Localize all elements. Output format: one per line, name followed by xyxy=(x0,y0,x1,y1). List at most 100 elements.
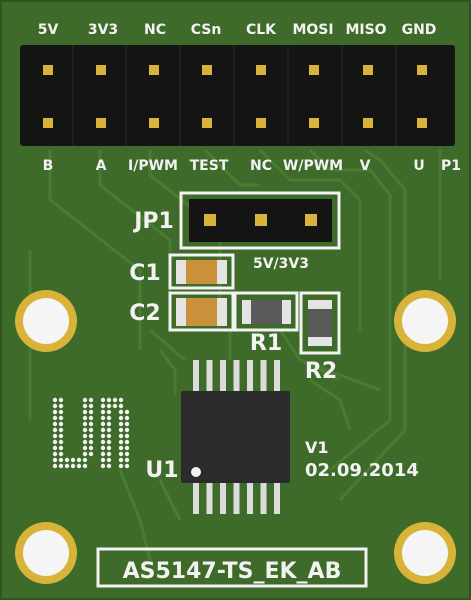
chip-pin xyxy=(220,360,226,393)
logo-dot xyxy=(52,451,58,457)
logo-dot xyxy=(52,403,58,409)
chip-body xyxy=(181,391,290,483)
logo-dot xyxy=(82,397,88,403)
r2-outline xyxy=(299,291,341,355)
jumper-label: 5V/3V3 xyxy=(253,256,309,272)
logo-dot xyxy=(118,427,124,433)
header-separators xyxy=(72,45,397,146)
logo-dot xyxy=(82,427,88,433)
logo-dot xyxy=(100,451,106,457)
c2-designator: C2 xyxy=(129,301,160,326)
logo-dot xyxy=(100,439,106,445)
chip-pins-top xyxy=(193,360,280,393)
header-pin xyxy=(149,118,159,128)
logo-dot xyxy=(124,457,130,463)
logo-dot xyxy=(124,451,130,457)
logo-dot xyxy=(58,397,64,403)
logo-dot xyxy=(52,421,58,427)
logo-dot xyxy=(58,439,64,445)
logo-dot xyxy=(106,397,112,403)
logo-dot xyxy=(88,433,94,439)
logo-dot xyxy=(58,433,64,439)
logo-dot xyxy=(88,409,94,415)
chip-pin xyxy=(233,360,240,393)
logo-dot xyxy=(76,463,82,469)
logo-dot xyxy=(52,457,58,463)
logo-dot xyxy=(82,433,88,439)
chip-pin xyxy=(247,481,253,514)
board-name: AS5147-TS_EK_AB xyxy=(123,559,342,584)
logo-dot xyxy=(124,427,130,433)
logo-dot xyxy=(124,439,130,445)
logo-dot xyxy=(118,415,124,421)
logo-dot xyxy=(70,463,76,469)
logo-dot xyxy=(52,415,58,421)
logo-dot xyxy=(82,415,88,421)
logo-dot xyxy=(58,451,64,457)
header-pin xyxy=(256,118,266,128)
mounting-hole-icon xyxy=(394,290,456,352)
logo-dot xyxy=(88,415,94,421)
ams-logo-icon xyxy=(52,397,130,469)
logo-dot xyxy=(76,457,82,463)
logo-dot xyxy=(118,433,124,439)
logo-dot xyxy=(82,463,88,469)
logo-dot xyxy=(106,403,112,409)
pin-label-bottom: W/PWM xyxy=(283,158,343,174)
logo-dot xyxy=(100,397,106,403)
logo-dot xyxy=(82,421,88,427)
logo-dot xyxy=(64,457,70,463)
logo-dot xyxy=(124,433,130,439)
logo-dot xyxy=(52,445,58,451)
header-pins-top xyxy=(43,65,427,75)
logo-dot xyxy=(106,427,112,433)
header-pin xyxy=(96,118,106,128)
header-pin xyxy=(202,65,212,75)
pin-label-top: NC xyxy=(144,22,166,38)
logo-dot xyxy=(58,457,64,463)
pin-label-bottom: TEST xyxy=(190,158,229,174)
logo-dot xyxy=(100,409,106,415)
logo-dot xyxy=(82,403,88,409)
r2-pad-bottom xyxy=(308,337,332,346)
logo-dot xyxy=(124,445,130,451)
header-pin xyxy=(202,118,212,128)
c1-pad-right xyxy=(217,260,227,284)
logo-dot xyxy=(100,433,106,439)
logo-dot xyxy=(52,427,58,433)
logo-dot xyxy=(106,463,112,469)
jumper-outline xyxy=(179,191,341,250)
logo-dot xyxy=(118,451,124,457)
board-version: V1 xyxy=(305,438,329,457)
logo-dot xyxy=(82,439,88,445)
logo-dot xyxy=(52,409,58,415)
header-pin xyxy=(417,118,427,128)
chip-pin xyxy=(247,360,253,393)
logo-dot xyxy=(88,451,94,457)
chip-pin xyxy=(193,481,199,514)
pin-label-top: CSn xyxy=(191,22,222,38)
logo-dot xyxy=(82,457,88,463)
logo-dot xyxy=(100,421,106,427)
pin-label-top: 3V3 xyxy=(88,22,118,38)
pin-label-bottom: V xyxy=(360,158,371,174)
logo-dot xyxy=(112,403,118,409)
c1-designator: C1 xyxy=(129,261,160,286)
chip-pin xyxy=(193,360,199,393)
logo-dot xyxy=(106,445,112,451)
header-pin xyxy=(256,65,266,75)
header-designator: P1 xyxy=(441,158,461,174)
logo-dot xyxy=(118,439,124,445)
r1-pad-left xyxy=(242,300,251,324)
chip-pin xyxy=(274,481,280,514)
logo-dot xyxy=(82,445,88,451)
logo-dot xyxy=(118,457,124,463)
c2-outline xyxy=(168,291,235,332)
board-date: 02.09.2014 xyxy=(305,460,419,481)
logo-dot xyxy=(52,463,58,469)
logo-dot xyxy=(88,445,94,451)
chip-pin xyxy=(260,360,267,393)
logo-dot xyxy=(70,457,76,463)
header-pin xyxy=(417,65,427,75)
